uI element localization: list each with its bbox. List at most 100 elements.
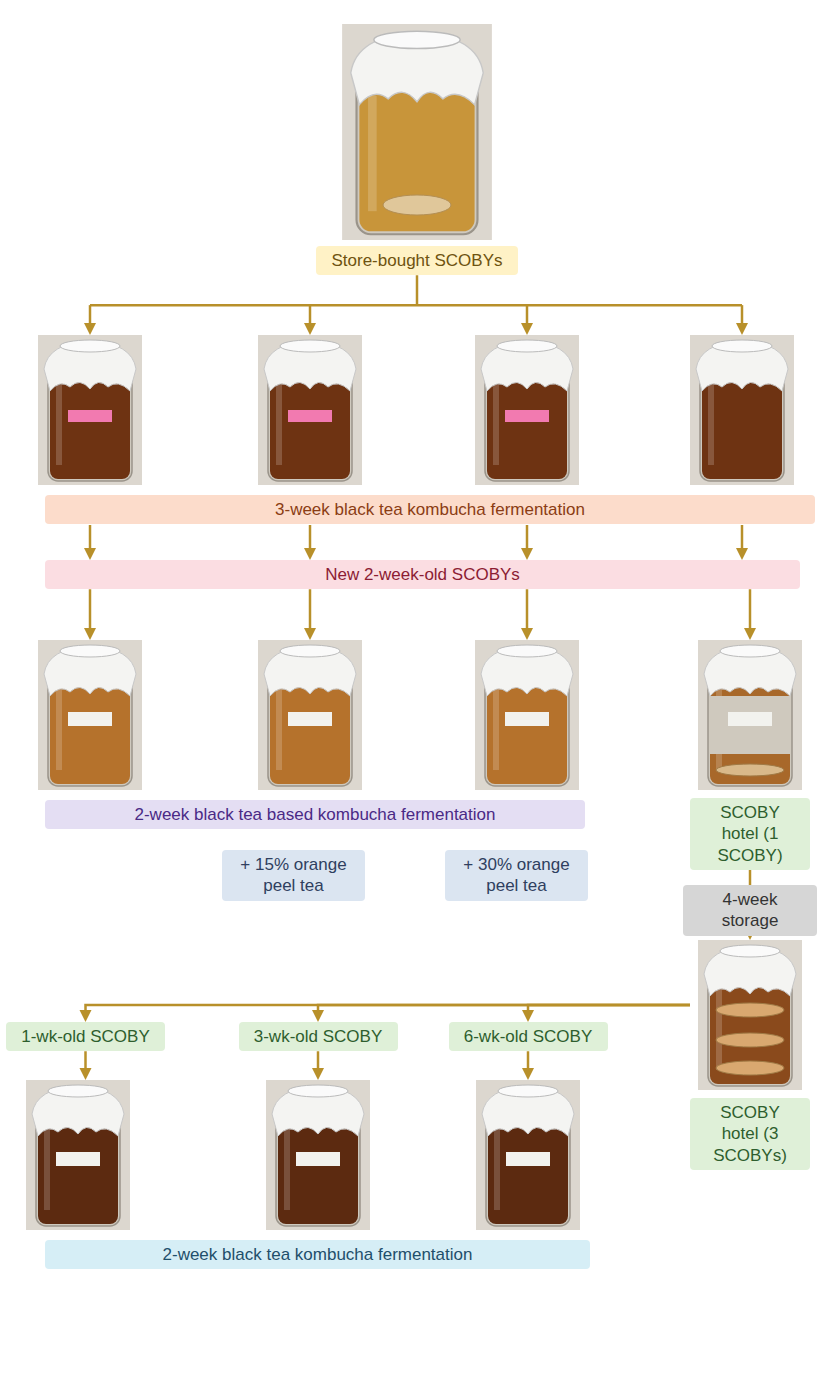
jar-tag: [68, 410, 112, 422]
fermentation-band: 2-week black tea kombucha fermentation: [20, 1080, 600, 1270]
flow-arrow: [522, 1051, 534, 1080]
flow-arrow: [84, 275, 748, 335]
arrow-head: [80, 1068, 92, 1080]
jar-photo: [26, 1080, 130, 1230]
node-text: New 2-week-old SCOBYs: [55, 564, 790, 585]
arrow-head: [312, 1010, 324, 1022]
flow-arrow: [312, 1051, 324, 1080]
jar-photo: [698, 940, 802, 1090]
jar-photo: [698, 640, 802, 790]
jar-photo: [38, 335, 142, 485]
flow-arrow: [80, 1051, 92, 1080]
jar-photo: [258, 640, 362, 790]
node-text: 2-week black tea kombucha fermentation: [55, 1244, 580, 1265]
hotel-box: SCOBY hotel (1 SCOBY): [690, 640, 810, 870]
storage-box: 4-week storage: [683, 885, 817, 936]
additive-box: + 30% orange peel tea: [445, 850, 588, 901]
scoby-disc: [716, 1003, 784, 1017]
arrow-head: [304, 628, 316, 640]
age-box: 1-wk-old SCOBY: [6, 1022, 165, 1051]
flow-arrow: [84, 525, 748, 560]
connector-line: [528, 1005, 690, 1015]
jar-tag: [288, 410, 332, 422]
node-text: 3-wk-old SCOBY: [249, 1026, 388, 1047]
jar-tag: [68, 712, 112, 726]
connector-line: [318, 1005, 690, 1015]
arrow-head: [521, 628, 533, 640]
arrow-head: [522, 1010, 534, 1022]
jar-photo: [258, 335, 362, 485]
jar-tag: [288, 712, 332, 726]
jar-photo: [690, 335, 794, 485]
band-fill: SCOBY hotel (1 SCOBY): [690, 798, 810, 870]
band-fill: 2-week black tea based kombucha fermenta…: [45, 800, 585, 829]
connector-line: [90, 304, 742, 307]
additive-box: + 15% orange peel tea: [222, 850, 365, 901]
arrow-head: [312, 1068, 324, 1080]
arrow-head: [80, 1010, 92, 1022]
jar-photo: [475, 335, 579, 485]
arrow-head: [84, 628, 96, 640]
jar-tag: [728, 712, 772, 726]
connector-line: [309, 589, 312, 633]
node-text: 2-week black tea based kombucha fermenta…: [55, 804, 575, 825]
jar-tag: [296, 1152, 340, 1166]
band-fill: 3-week black tea kombucha fermentation: [45, 495, 815, 524]
arrow-head: [522, 1068, 534, 1080]
node-text: Store-bought SCOBYs: [326, 250, 508, 271]
arrow-head: [304, 323, 316, 335]
scoby-band: New 2-week-old SCOBYs: [45, 560, 800, 589]
arrow-head: [84, 548, 96, 560]
jar-photo: [475, 640, 579, 790]
node-text: 1-wk-old SCOBY: [16, 1026, 155, 1047]
source-label: Store-bought SCOBYs: [316, 246, 518, 275]
node-text: SCOBY hotel (3 SCOBYs): [700, 1102, 800, 1166]
arrow-head: [736, 548, 748, 560]
scoby-disc: [716, 1061, 784, 1075]
hotel-box: SCOBY hotel (3 SCOBYs): [690, 940, 810, 1170]
connector-line: [416, 275, 419, 305]
arrow-head: [736, 323, 748, 335]
connector-line: [749, 870, 752, 885]
arrow-head: [304, 548, 316, 560]
node-text: 3-week black tea kombucha fermentation: [55, 499, 805, 520]
jar-tag: [506, 1152, 550, 1166]
band-fill: SCOBY hotel (3 SCOBYs): [690, 1098, 810, 1170]
jar-glass: [710, 696, 790, 754]
connector-line: [526, 589, 529, 633]
flow-arrow: [522, 1005, 690, 1022]
flow-arrow: [84, 589, 533, 640]
connector-line: [89, 589, 92, 633]
connector-line: [749, 589, 752, 633]
jar-tag: [56, 1152, 100, 1166]
connector-line: [86, 1005, 691, 1015]
flow-arrow: [744, 589, 756, 640]
node-text: 4-week storage: [693, 889, 807, 932]
jar-photo: [342, 24, 492, 240]
jar-photo: [476, 1080, 580, 1230]
flow-arrow: [750, 870, 751, 885]
jar-tag: [505, 410, 549, 422]
arrow-head: [84, 323, 96, 335]
age-box: 3-wk-old SCOBY: [239, 1022, 398, 1051]
arrow-head: [744, 628, 756, 640]
fermentation-band: 2-week black tea based kombucha fermenta…: [30, 640, 590, 830]
node-text: SCOBY hotel (1 SCOBY): [700, 802, 800, 866]
scoby-disc: [716, 764, 784, 776]
node-text: + 15% orange peel tea: [232, 854, 355, 897]
fermentation-band: 3-week black tea kombucha fermentation: [30, 335, 815, 525]
band-fill: 2-week black tea kombucha fermentation: [45, 1240, 590, 1269]
node-text: + 30% orange peel tea: [455, 854, 578, 897]
node-text: 6-wk-old SCOBY: [459, 1026, 598, 1047]
flow-arrow: [312, 1005, 690, 1022]
scoby-disc: [383, 195, 451, 215]
age-box: 6-wk-old SCOBY: [449, 1022, 608, 1051]
flow-arrow: [80, 1005, 691, 1022]
jar-tag: [505, 712, 549, 726]
arrow-head: [521, 323, 533, 335]
jar-photo: [266, 1080, 370, 1230]
scoby-disc: [716, 1033, 784, 1047]
